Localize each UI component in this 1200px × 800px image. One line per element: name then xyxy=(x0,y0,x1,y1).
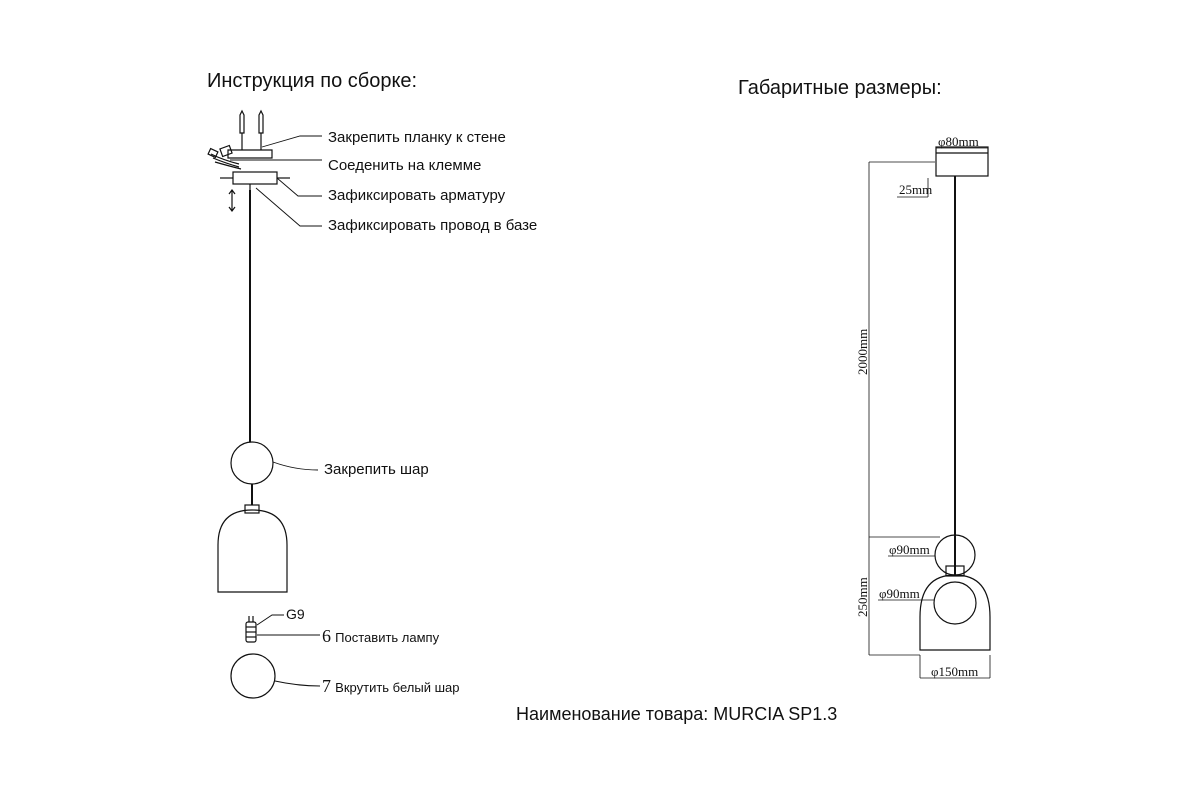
step-insert-lamp: 6 Поставить лампу xyxy=(322,626,439,647)
mounting-plate xyxy=(219,144,273,159)
dimension-lines xyxy=(868,147,991,679)
step-fix-wire: Зафиксировать провод в базе xyxy=(328,217,538,234)
body-height-label: 250mm xyxy=(855,577,870,617)
step-fix-fitting: Зафиксировать арматуру xyxy=(328,187,506,204)
suspension-cable xyxy=(249,190,253,505)
shade-diameter-label: φ150mm xyxy=(931,664,979,679)
terminal-wires xyxy=(207,147,242,170)
product-name: Наименование товара: MURCIA SP1.3 xyxy=(516,704,838,724)
step-number: 7 xyxy=(322,676,331,696)
dome-shade xyxy=(217,509,288,593)
dim-shade xyxy=(919,574,991,651)
assembly-heading: Инструкция по сборке: xyxy=(207,70,418,92)
adjust-arrow-icon xyxy=(228,189,236,212)
step-number: 6 xyxy=(322,626,331,646)
dim-canopy xyxy=(935,146,989,181)
canopy-fitting xyxy=(220,171,290,190)
dimensions-heading: Габаритные размеры: xyxy=(738,77,942,99)
step-fix-plate: Закрепить планку к стене xyxy=(328,129,506,146)
dim-inner-ball xyxy=(933,581,977,625)
step-fix-ball: Закрепить шар xyxy=(324,461,429,478)
inner-ball-diameter-label: φ90mm xyxy=(879,586,920,601)
step-text: Поставить лампу xyxy=(335,630,440,645)
dim-holder xyxy=(945,565,965,577)
lamp-type-label: G9 xyxy=(286,606,305,622)
cable-length-label: 2000mm xyxy=(855,328,870,375)
canopy-diameter-label: φ80mm xyxy=(938,134,979,149)
white-ball xyxy=(230,653,276,699)
canopy-height-label: 25mm xyxy=(899,182,933,197)
leader-lines xyxy=(230,135,322,687)
ball-diameter-label: φ90mm xyxy=(889,542,930,557)
step-screw-ball: 7 Вкрутить белый шар xyxy=(322,676,459,697)
lamp-holder xyxy=(244,504,260,514)
step-connect-terminal: Соеденить на клемме xyxy=(328,157,482,174)
g9-bulb xyxy=(245,616,257,643)
wall-screws xyxy=(239,109,264,150)
step-text: Вкрутить белый шар xyxy=(335,680,460,695)
glass-ball xyxy=(230,441,274,485)
